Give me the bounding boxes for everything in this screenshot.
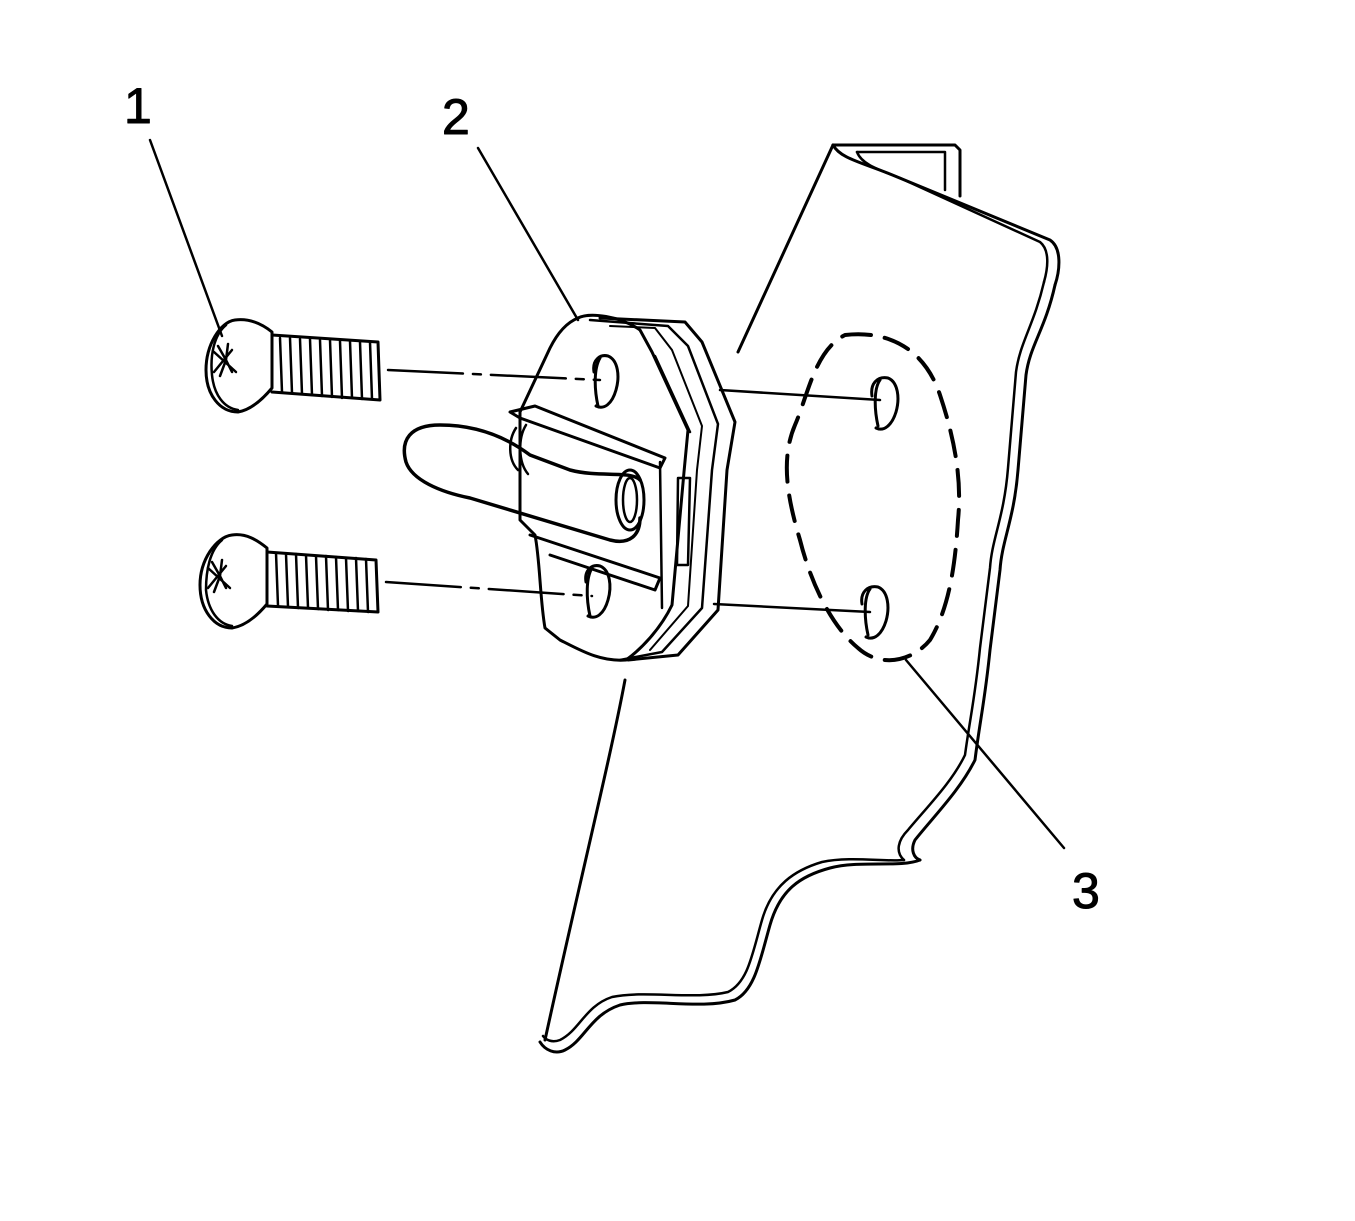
pillar-left-edge-lower <box>543 678 627 1042</box>
panel-holes <box>860 376 900 640</box>
striker-loop-end-inner <box>621 476 639 524</box>
striker-hole-lower <box>584 564 612 619</box>
callout-3: 3 <box>1072 863 1100 919</box>
striker-bolt-upper <box>204 318 382 414</box>
striker-plate-front <box>518 313 690 662</box>
striker-hole-upper <box>592 354 620 409</box>
alignment-line-lower-dashed <box>384 580 594 598</box>
striker-plate-back-layer <box>598 316 737 662</box>
alignment-line-upper-right <box>718 388 882 402</box>
striker-plate-slot <box>675 476 692 567</box>
striker-plate-ridge <box>653 354 692 610</box>
alignment-line-upper-dashed <box>386 368 602 382</box>
striker-bolt-lower <box>198 533 380 630</box>
pillar-cut-edge-outer <box>538 858 922 1054</box>
leader-line-2 <box>476 146 580 322</box>
panel-hole-upper <box>870 376 900 431</box>
striker-loop <box>402 423 642 543</box>
leader-line-3 <box>904 658 1066 850</box>
callout-labels: 1 2 3 <box>124 78 1101 920</box>
callout-2: 2 <box>442 89 470 145</box>
pillar-left-edge-upper <box>736 143 835 354</box>
leader-line-1 <box>148 138 224 338</box>
striker-plate-layer3 <box>609 325 703 651</box>
pillar-top-flange-inner <box>855 150 947 192</box>
striker-plate-mid-layer <box>588 318 720 662</box>
door-striker <box>402 313 737 662</box>
alignment-line-lower-right <box>712 602 872 614</box>
phillips-icon <box>212 342 238 378</box>
pillar-right-edge-inner <box>897 280 1046 862</box>
bolt-lower-shank <box>265 550 380 614</box>
striker-loop-end <box>614 468 646 532</box>
striker-bar-base <box>508 404 667 470</box>
pillar-right-edge-outer <box>911 283 1057 862</box>
phillips-icon <box>206 558 232 594</box>
bolt-upper-threads <box>278 336 374 401</box>
pillar-top-flange <box>831 143 962 198</box>
leader-lines <box>148 138 1066 850</box>
door-pillar-panel <box>538 143 1061 1054</box>
bolt-upper-head-rim <box>210 323 240 412</box>
bolt-upper-head <box>204 318 274 414</box>
pillar-cut-edge-inner <box>541 858 906 1043</box>
striker-loop-inner <box>509 423 530 476</box>
pillar-flange-inner <box>855 150 1049 284</box>
bolt-lower-threads <box>274 551 370 614</box>
mounting-area-outline <box>784 332 962 663</box>
callout-1: 1 <box>124 78 152 134</box>
panel-hole-lower <box>860 585 890 640</box>
bolt-lower-head <box>198 533 269 630</box>
striker-lower-step <box>528 533 662 592</box>
bolt-upper-shank <box>270 333 382 402</box>
alignment-lines <box>384 368 882 614</box>
bolt-lower-head-rim <box>204 538 234 628</box>
